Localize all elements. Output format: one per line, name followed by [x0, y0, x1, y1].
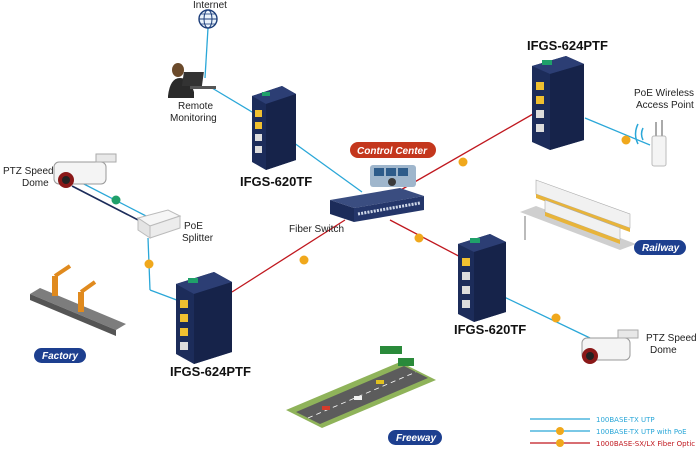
ptz-left-label-2: Dome: [22, 178, 49, 189]
model-bottom-right: IFGS-620TF: [454, 322, 526, 337]
freeway-road-icon: [286, 346, 436, 428]
factory-robot-icon: [30, 264, 126, 336]
model-top-right: IFGS-624PTF: [527, 38, 608, 53]
poe-marker: [414, 233, 424, 243]
ptz-camera-right-icon: [581, 329, 639, 364]
fiber-switch-label: Fiber Switch: [289, 224, 344, 235]
model-top-left: IFGS-620TF: [240, 174, 312, 189]
factory-label: Factory: [42, 351, 79, 362]
switch-bottom-right: [458, 234, 506, 322]
control-center-label: Control Center: [357, 146, 428, 157]
railway-label: Railway: [642, 243, 680, 254]
switch-top-left: [252, 86, 296, 170]
ptz-left-label-1: PTZ Speed: [3, 166, 54, 177]
ptz-right-label-2: Dome: [650, 345, 677, 356]
legend-text-utp-poe: 100BASE-TX UTP with PoE: [596, 428, 687, 436]
poe-ap-label-2: Access Point: [636, 100, 694, 111]
poe-ap-label-1: PoE Wireless: [634, 88, 694, 99]
line-internet-laptop: [204, 27, 209, 79]
control-center-badge: Control Center: [350, 142, 436, 158]
ptz-camera-left-icon: [53, 153, 117, 188]
freeway-badge: Freeway: [388, 430, 442, 445]
fiber-switch: [330, 188, 424, 222]
legend-item-utp-poe: 100BASE-TX UTP with PoE: [530, 427, 687, 436]
legend-text-utp: 100BASE-TX UTP: [596, 416, 655, 424]
legend-item-utp: 100BASE-TX UTP: [530, 416, 655, 424]
legend: 100BASE-TX UTP 100BASE-TX UTP with PoE 1…: [530, 416, 695, 448]
railway-train-icon: [520, 179, 636, 250]
poe-splitter-label-2: Splitter: [182, 233, 214, 244]
legend-item-fiber: 1000BASE-SX/LX Fiber Optic: [530, 439, 695, 448]
globe-icon: [198, 9, 218, 29]
switch-bottom-left: [176, 272, 232, 364]
poe-marker: [458, 157, 468, 167]
poe-marker: [299, 255, 309, 265]
internet-label: Internet: [193, 0, 227, 11]
line-fiberswitch-tr: [391, 109, 541, 196]
freeway-label: Freeway: [396, 433, 436, 444]
legend-text-fiber: 1000BASE-SX/LX Fiber Optic: [596, 440, 695, 448]
line-fiberswitch-br: [389, 219, 471, 263]
poe-markers: [111, 135, 631, 323]
factory-badge: Factory: [34, 348, 86, 363]
poe-splitter-label-1: PoE: [184, 221, 203, 232]
poe-marker-green: [111, 195, 121, 205]
control-room-icon: [370, 165, 416, 187]
remote-monitoring-label-2: Monitoring: [170, 113, 217, 124]
line-fiberswitch-bl: [231, 219, 346, 293]
wireless-ap-icon: [634, 120, 667, 167]
line-tr-ap: [584, 117, 651, 146]
remote-monitoring-label-1: Remote: [178, 101, 213, 112]
line-tl-fiberswitch: [289, 139, 363, 193]
poe-marker: [144, 259, 154, 269]
legend-fiber-marker: [556, 439, 564, 447]
line-br-ptz: [499, 294, 591, 339]
line-ptz-splitter-a: [71, 185, 143, 223]
poe-marker: [551, 313, 561, 323]
ptz-right-label-1: PTZ Speed: [646, 333, 697, 344]
remote-monitoring-icon: [168, 63, 216, 98]
switch-top-right: [532, 56, 584, 150]
model-bottom-left: IFGS-624PTF: [170, 364, 251, 379]
poe-splitter-icon: [136, 209, 182, 239]
connection-lines: [71, 27, 651, 339]
legend-poe-marker: [556, 427, 564, 435]
poe-marker: [621, 135, 631, 145]
railway-badge: Railway: [634, 240, 686, 255]
